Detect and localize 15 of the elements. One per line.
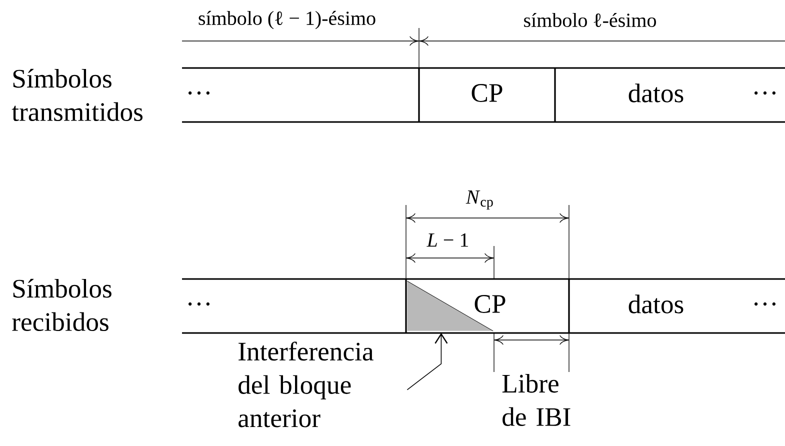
annotation-text: Interferencia del bloque anterior: [238, 342, 374, 428]
segment-box: …: [182, 278, 406, 334]
row-label: Símbolos transmitidos: [12, 68, 143, 122]
dimension-label: símbolo ℓ-ésimo: [524, 12, 656, 28]
segment-box: CP: [418, 67, 556, 123]
leader-line: [406, 332, 448, 390]
segment-box: datos …: [569, 278, 785, 334]
segment-box: …: [182, 67, 419, 123]
dimension-label: símbolo (ℓ − 1)-ésimo: [198, 10, 376, 30]
dimension-label: N$_{cp}$: [466, 190, 493, 210]
dimension-label: L − 1: [426, 233, 468, 247]
segment-box: datos …: [555, 67, 785, 123]
segment-box: CP: [405, 278, 570, 334]
row-label: Símbolos recibidos: [12, 278, 112, 332]
dimension-label: Libre de IBI: [502, 374, 570, 426]
